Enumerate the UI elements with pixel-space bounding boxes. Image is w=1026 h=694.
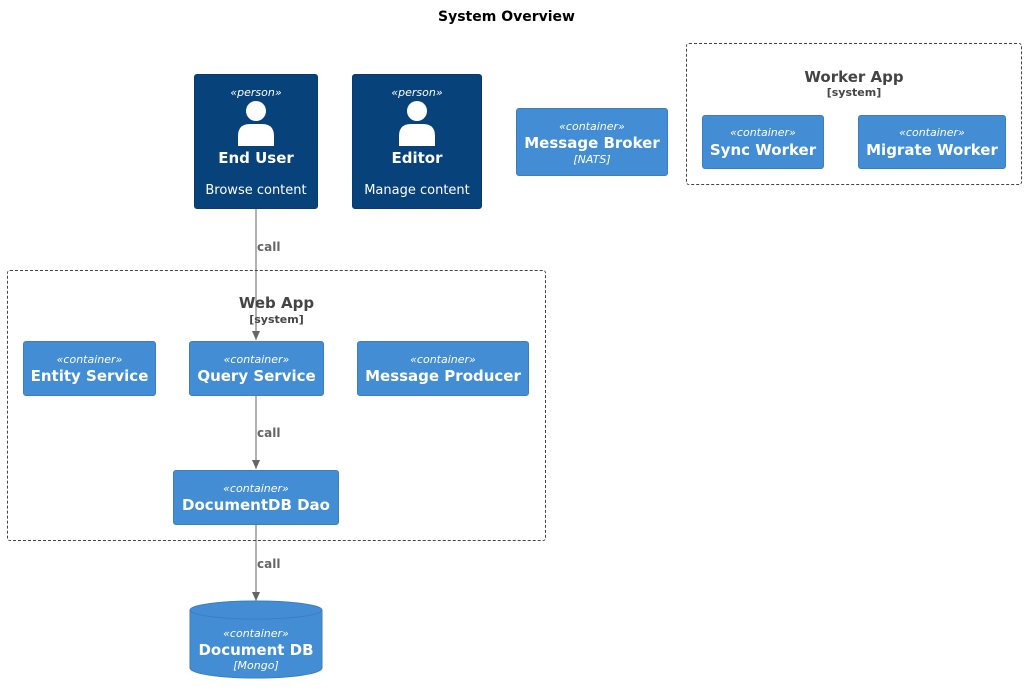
container-document-db[interactable]: «container» Document DB [Mongo] [189,600,323,680]
end-user-stereotype: «person» [230,86,282,99]
container-query-service[interactable]: «container» Query Service [189,341,324,396]
editor-description: Manage content [364,183,470,198]
entity-service-stereotype: «container» [56,353,123,366]
message-producer-label: Message Producer [365,367,521,385]
migrate-worker-label: Migrate Worker [866,141,998,159]
container-documentdb-dao[interactable]: «container» DocumentDB Dao [173,470,339,525]
documentdb-dao-stereotype: «container» [223,482,289,495]
container-message-producer[interactable]: «container» Message Producer [357,341,529,396]
document-db-label: Document DB [198,641,314,659]
query-service-label: Query Service [197,367,316,385]
container-message-broker[interactable]: «container» Message Broker [NATS] [516,108,668,176]
web-app-type: [system] [249,313,304,326]
boundary-worker-app: Worker App [system] [686,43,1022,185]
container-entity-service[interactable]: «container» Entity Service [23,341,156,396]
entity-service-label: Entity Service [30,367,149,385]
worker-app-title: Worker App [804,68,904,86]
person-icon [399,101,435,146]
edge-label-dao-documentdb: call [257,557,281,571]
query-service-stereotype: «container» [223,353,290,366]
message-broker-technology: [NATS] [573,153,611,166]
edge-label-enduser-query: call [257,240,281,254]
migrate-worker-stereotype: «container» [899,126,965,139]
editor-label: Editor [391,149,443,167]
person-icon [238,101,274,146]
sync-worker-label: Sync Worker [709,141,817,159]
sync-worker-stereotype: «container» [730,126,796,139]
message-broker-stereotype: «container» [559,120,625,133]
end-user-description: Browse content [205,183,307,198]
documentdb-dao-label: DocumentDB Dao [182,496,330,514]
person-editor[interactable]: «person» Editor Manage content [352,74,482,209]
document-db-stereotype: «container» [223,627,289,640]
editor-stereotype: «person» [391,86,443,99]
edge-label-query-dao: call [257,426,281,440]
web-app-title: Web App [238,294,315,312]
message-broker-label: Message Broker [524,134,660,152]
worker-app-type: [system] [826,86,882,99]
container-migrate-worker[interactable]: «container» Migrate Worker [858,115,1006,169]
container-sync-worker[interactable]: «container» Sync Worker [702,115,824,169]
end-user-label: End User [218,149,294,167]
database-cylinder-icon [189,600,323,679]
message-producer-stereotype: «container» [410,353,476,366]
boundary-web-app: Web App [system] [7,270,546,541]
person-end-user[interactable]: «person» End User Browse content [194,74,318,209]
document-db-technology: [Mongo] [233,659,279,672]
diagram-title: System Overview [438,9,575,25]
